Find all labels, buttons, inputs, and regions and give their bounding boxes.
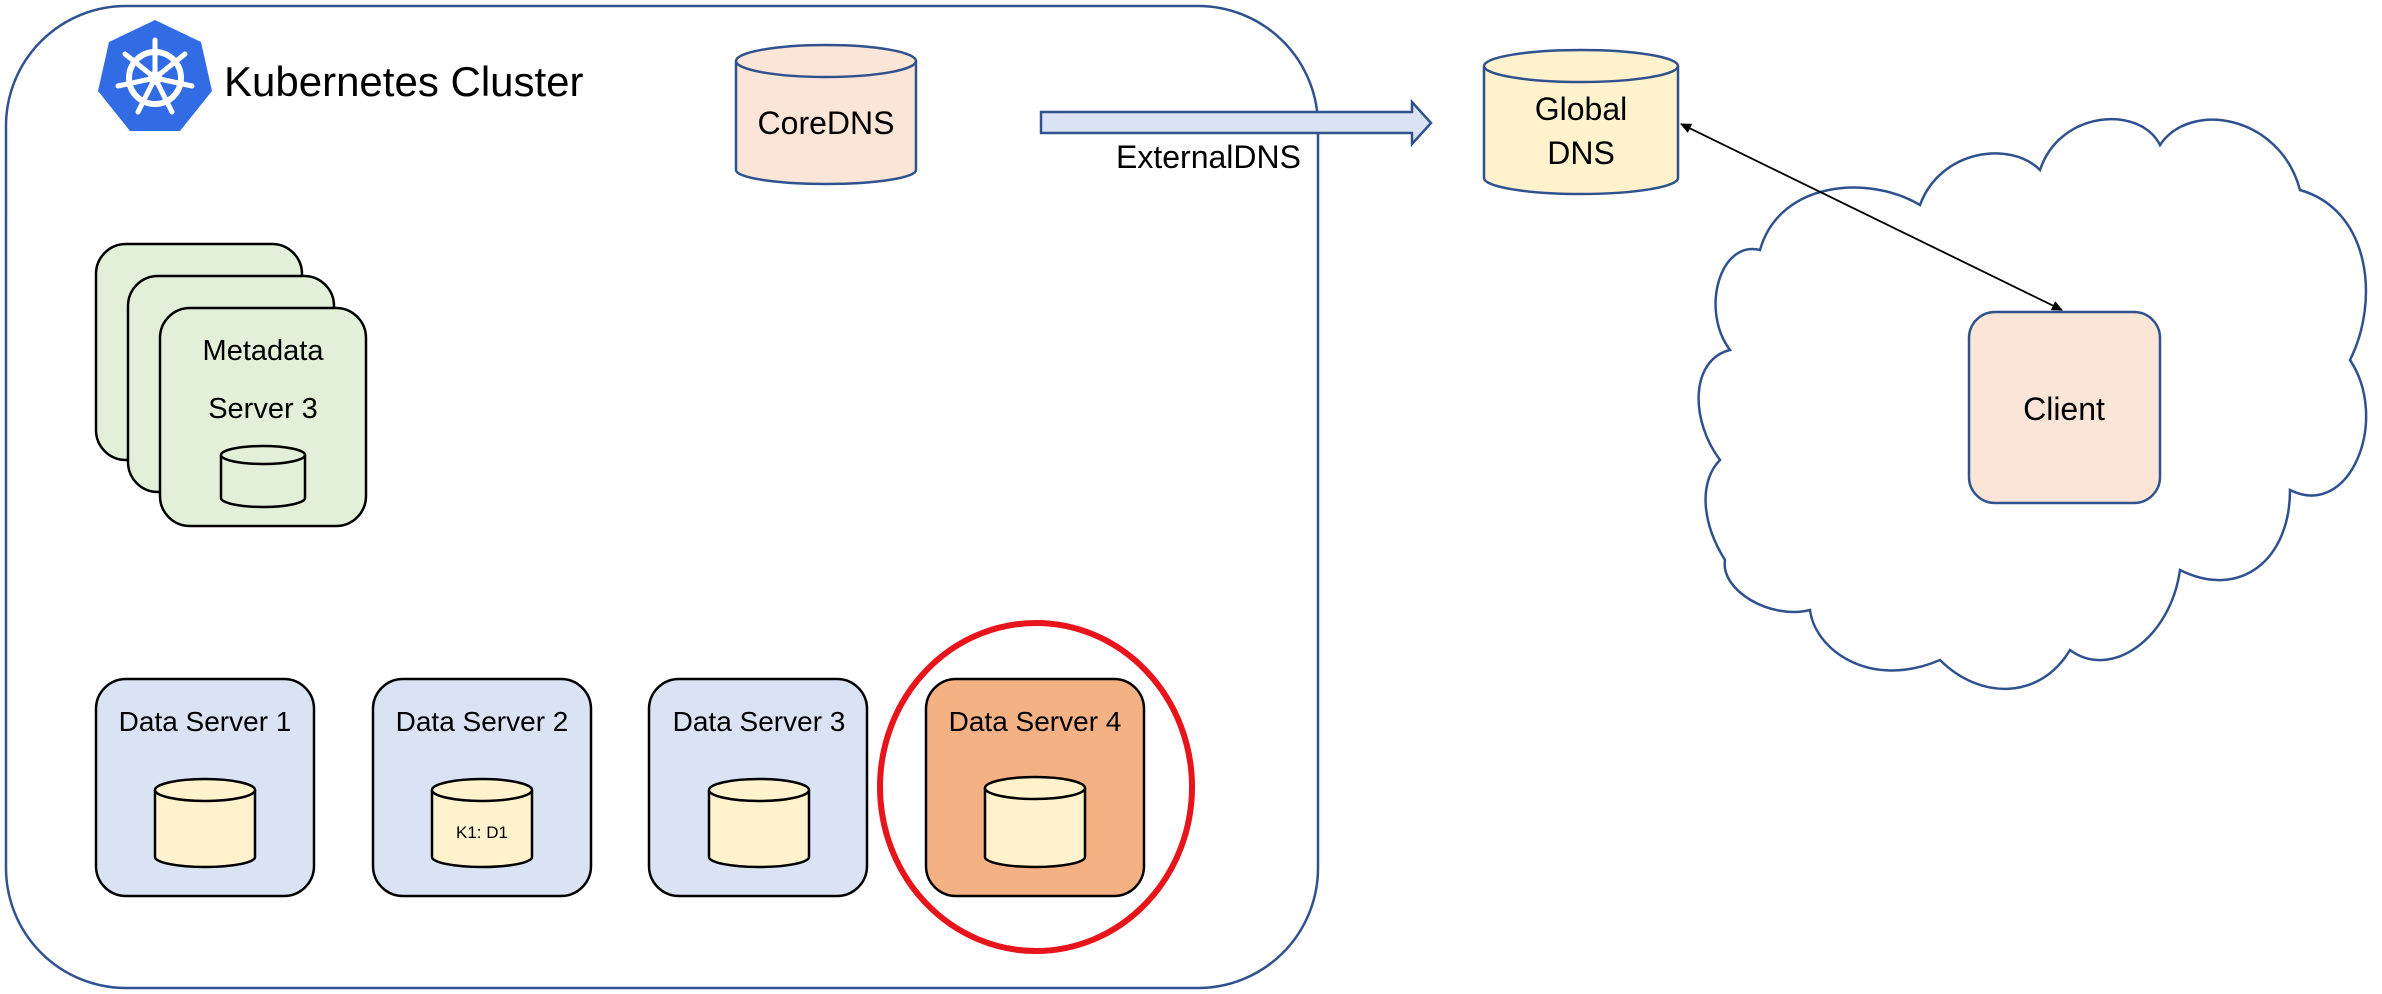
highlight-ring — [877, 620, 1195, 954]
external-dns-label: ExternalDNS — [1116, 139, 1301, 175]
data-server-2-db-label: K1: D1 — [456, 823, 508, 842]
coredns-label: CoreDNS — [758, 105, 895, 141]
global-dns-label-line1: Global — [1535, 91, 1628, 127]
client-box — [1967, 310, 2162, 505]
cluster-title: Kubernetes Cluster — [224, 58, 584, 105]
data-server-1 — [94, 677, 316, 898]
kubernetes-cluster-boundary — [4, 4, 1320, 990]
data-server-2 — [371, 677, 593, 898]
dns-client-connector — [1680, 123, 2063, 311]
data-server-2-label: Data Server 2 — [396, 706, 569, 737]
metadata-server-label-line2: Server 3 — [208, 393, 318, 425]
data-server-4 — [924, 677, 1146, 898]
metadata-server-card — [158, 306, 368, 528]
data-server-4-label: Data Server 4 — [949, 706, 1122, 737]
global-dns-label-line2: DNS — [1547, 135, 1615, 171]
data-server-3-label: Data Server 3 — [673, 706, 846, 737]
global-dns-database — [1482, 48, 1680, 196]
metadata-server-label-line1: Metadata — [203, 335, 325, 367]
data-server-3 — [647, 677, 869, 898]
metadata-database-icon — [219, 444, 307, 509]
data-server-1-label: Data Server 1 — [119, 706, 292, 737]
kubernetes-helm-icon — [98, 20, 212, 131]
coredns-database — [734, 43, 918, 186]
external-dns-arrow — [1039, 98, 1433, 148]
client-label: Client — [2023, 391, 2105, 427]
